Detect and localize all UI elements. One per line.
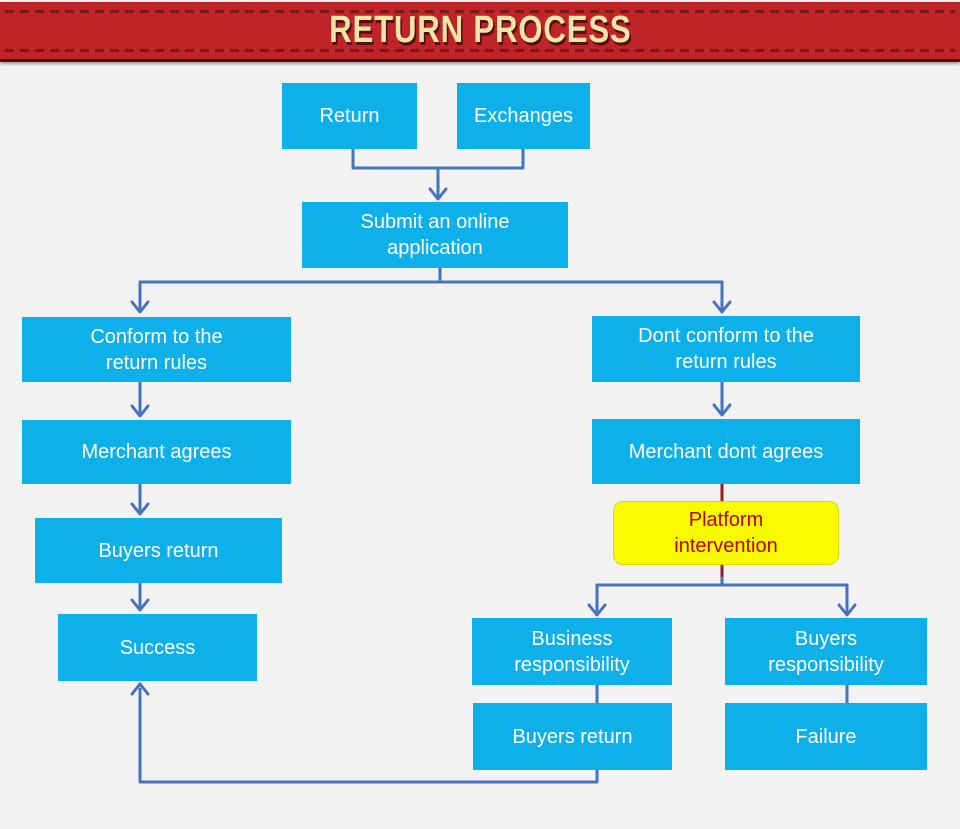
arrowhead-into-success-top	[130, 598, 150, 612]
arrowhead-into-business-responsibility	[587, 603, 607, 617]
arrowhead-into-success-bottom	[130, 682, 150, 696]
node-failure: Failure	[725, 703, 927, 770]
node-buyers-return-2: Buyers return	[473, 703, 672, 770]
edge-return-exchanges-merge	[351, 147, 525, 170]
node-dont-conform-rules: Dont conform to the return rules	[592, 316, 860, 382]
node-submit-application: Submit an online application	[302, 202, 568, 268]
node-return: Return	[282, 83, 417, 149]
node-exchanges: Exchanges	[457, 83, 590, 149]
edge-submit-split	[138, 266, 724, 284]
title-banner: RETURN PROCESS	[0, 2, 960, 62]
arrowhead-into-submit	[428, 187, 448, 201]
edge-platform-split	[595, 576, 849, 614]
arrowhead-into-buyers-responsibility	[837, 603, 857, 617]
node-buyers-return: Buyers return	[35, 518, 282, 583]
node-success: Success	[58, 614, 257, 681]
node-merchant-dont-agrees: Merchant dont agrees	[592, 419, 860, 484]
node-platform-intervention: Platform intervention	[613, 501, 839, 565]
arrowhead-into-buyers-return	[130, 502, 150, 516]
node-buyers-responsibility: Buyers responsibility	[725, 618, 927, 685]
page-title: RETURN PROCESS	[328, 9, 632, 51]
node-business-responsibility: Business responsibility	[472, 618, 672, 685]
arrowhead-into-merchant-dont	[712, 403, 732, 417]
arrowhead-into-conform	[130, 300, 150, 314]
node-merchant-agrees: Merchant agrees	[22, 420, 291, 484]
edge-buyers-return-to-success-loop	[138, 687, 599, 784]
arrowhead-into-dont-conform	[712, 300, 732, 314]
arrowhead-into-merchant-agrees	[130, 404, 150, 418]
node-conform-rules: Conform to the return rules	[22, 317, 291, 382]
